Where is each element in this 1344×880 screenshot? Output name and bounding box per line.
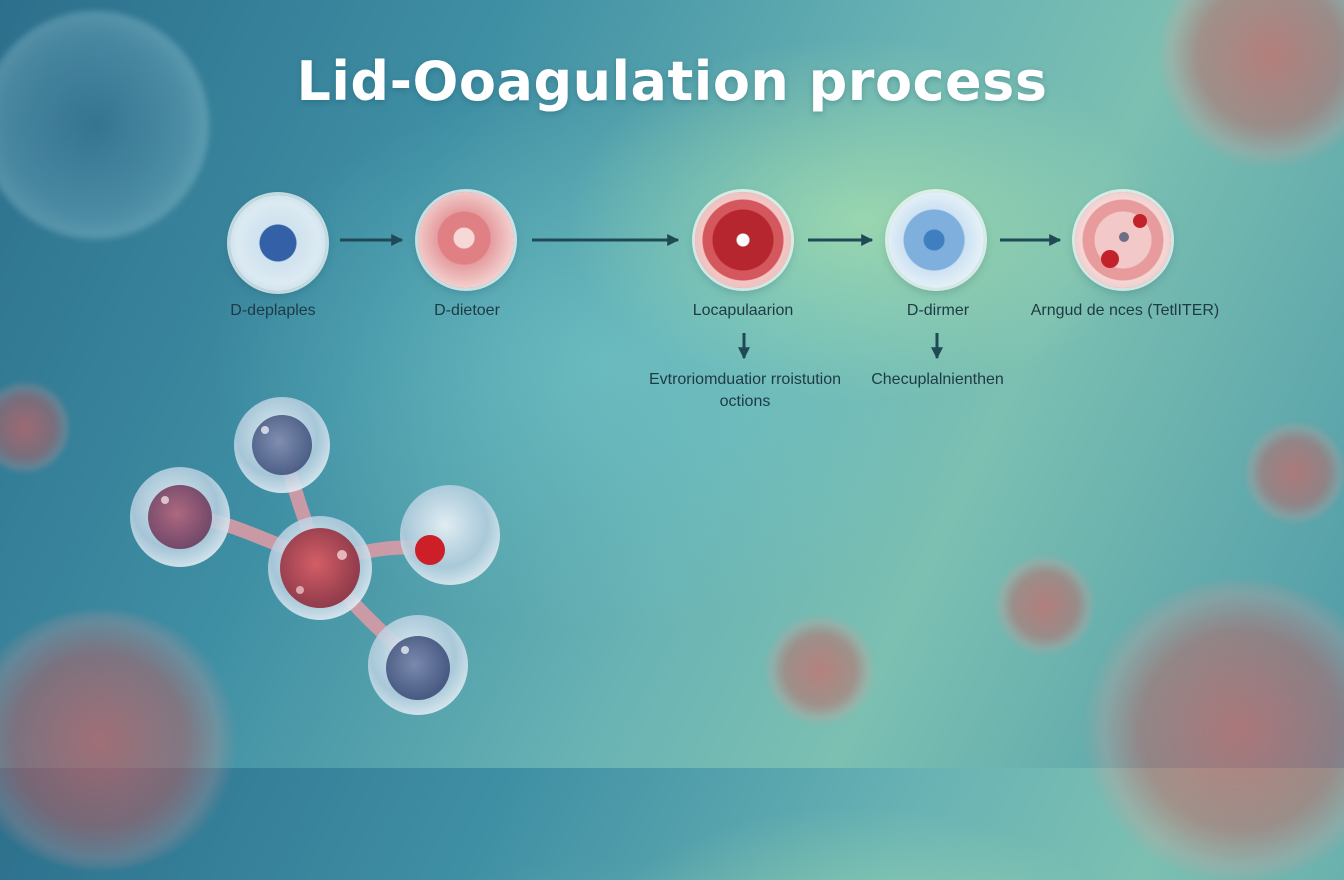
stage-5-label: Arngud de nces (TetlITER) xyxy=(1030,302,1220,319)
red-blood-cell-dot xyxy=(1101,250,1119,268)
bg-cell-left-small xyxy=(0,380,70,475)
stage-3-label: Locapulaarion xyxy=(692,302,794,319)
bg-cell-top-left xyxy=(0,10,210,240)
stage-2-cell-icon xyxy=(418,192,514,288)
bg-cell-bottom-center xyxy=(765,615,875,725)
stage-4-cell-icon xyxy=(888,192,984,288)
bg-cell-right-mid xyxy=(1245,420,1344,525)
outcome-label-d-dirmer: Checuplalnienthen xyxy=(871,371,1004,388)
red-blood-cell-dot xyxy=(1133,214,1147,228)
stage-1-cell-icon xyxy=(230,195,326,291)
stage-5-cell-icon xyxy=(1075,192,1171,288)
stage-1-label: D-deplaples xyxy=(230,302,316,319)
stage-2-label: D-dietoer xyxy=(434,302,500,319)
bg-cell-right-small xyxy=(995,555,1095,655)
grey-particle-dot xyxy=(1119,232,1129,242)
molecular-cluster-illustration xyxy=(130,397,500,715)
diagram-overlay xyxy=(130,234,1062,715)
stage-4-label: D-dirmer xyxy=(906,302,970,319)
outcome-label-locapulaarion: Evtroriomduatior rroistution octions xyxy=(648,371,842,410)
diagram-title: Lid-Ooagulation process xyxy=(296,50,1048,113)
stage-3-cell-icon xyxy=(695,192,791,288)
